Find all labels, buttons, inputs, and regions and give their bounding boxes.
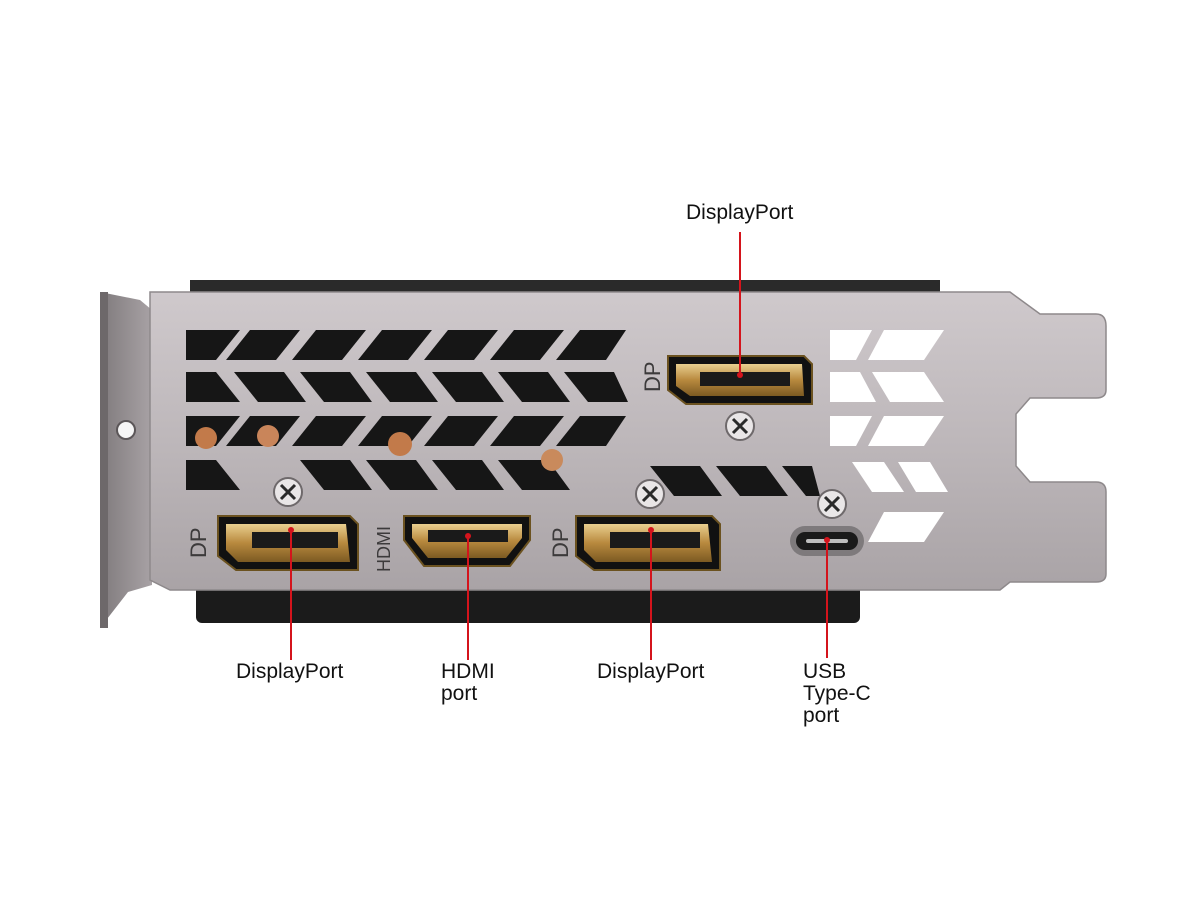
engraved-labels: DP DP HDMI DP: [186, 361, 665, 572]
callout-left-displayport: DisplayPort: [236, 660, 344, 683]
callout-mid-displayport: DisplayPort: [597, 660, 705, 683]
engraved-dp-mid: DP: [548, 527, 573, 558]
leader-usbc: [826, 540, 828, 658]
leader-dot-top-dp: [737, 372, 743, 378]
leader-left-dp: [290, 530, 292, 660]
leader-hdmi: [467, 536, 469, 660]
connector-dp-mid: [575, 515, 721, 571]
bracket-plate: [149, 291, 1107, 591]
screw-icon: [725, 411, 755, 441]
heatpipes: [195, 425, 563, 471]
callout-top-displayport: DisplayPort: [686, 201, 794, 224]
screw-icon: [817, 489, 847, 519]
screw-icon: [273, 477, 303, 507]
leader-dot-mid-dp: [648, 527, 654, 533]
callout-usb-c-port: USB Type-C port: [803, 660, 871, 727]
leader-top-dp: [739, 232, 741, 376]
engraved-hdmi: HDMI: [374, 526, 394, 572]
leader-dot-usbc: [824, 537, 830, 543]
leader-mid-dp: [650, 530, 652, 660]
engraved-dp-top: DP: [640, 361, 665, 392]
leader-dot-hdmi: [465, 533, 471, 539]
callout-hdmi-port: HDMI port: [441, 660, 495, 705]
cooler-shadow: [190, 280, 940, 623]
vent-grid: [186, 330, 820, 496]
leader-dot-left-dp: [288, 527, 294, 533]
engraved-dp-left: DP: [186, 527, 211, 558]
bracket-flange: [100, 292, 152, 628]
screw-icons: [273, 411, 847, 519]
screw-icon: [635, 479, 665, 509]
connector-dp-top: [667, 355, 813, 405]
vent-right: [830, 330, 948, 542]
connector-dp-left: [217, 515, 359, 571]
